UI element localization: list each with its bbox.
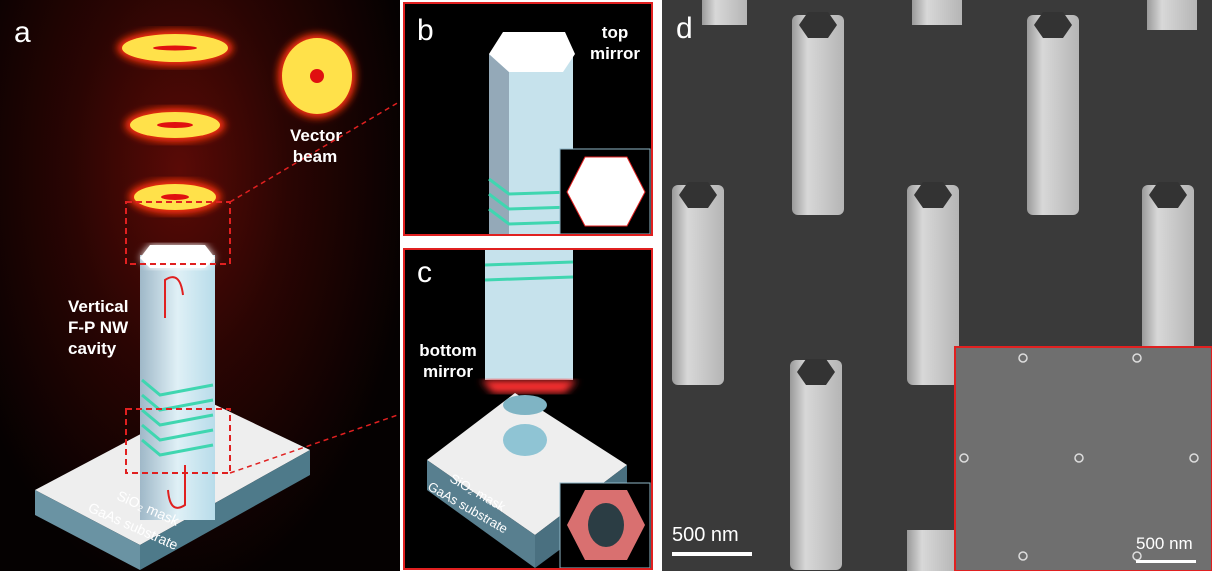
cavity-label-line: cavity	[68, 339, 117, 358]
beam-rings	[117, 30, 356, 214]
top-mirror-illustration	[488, 32, 651, 234]
top-mirror-label-line: mirror	[589, 44, 641, 63]
panel-b: b top mirror	[403, 2, 653, 236]
panel-d-sem-image: d 500 nm 500 nm	[662, 0, 1212, 571]
panel-label-d: d	[676, 12, 693, 45]
panel-a: a Vector beam Vertical F-P NW cavity SiO…	[0, 0, 400, 571]
cavity-label-line: Vertical	[68, 297, 129, 316]
bottom-mirror-label-line: mirror	[422, 362, 474, 381]
bottom-mirror-label: bottom mirror	[415, 340, 481, 382]
scale-bar-label: 500 nm	[672, 524, 739, 546]
bottom-mirror-label-line: bottom	[419, 341, 477, 360]
scale-bar	[672, 552, 752, 556]
inset-scale-bar-label: 500 nm	[1136, 534, 1193, 553]
cavity-label-line: F-P NW	[68, 318, 129, 337]
top-mirror-label-line: top	[601, 23, 629, 42]
panel-c: c bottom mirror SiO₂ mask GaAs substrate	[403, 248, 653, 570]
vector-beam-label: Vector beam	[290, 126, 342, 166]
schematic-illustration	[35, 30, 400, 570]
bottom-mirror-illustration	[427, 250, 651, 568]
panel-label-b: b	[417, 14, 434, 47]
top-mirror-label: top mirror	[589, 22, 641, 64]
cavity-label: Vertical F-P NW cavity	[68, 296, 129, 359]
panel-label-c: c	[417, 256, 432, 289]
sem-nanowire-array	[672, 0, 1197, 571]
panel-label-a: a	[14, 16, 31, 49]
inset-scale-bar	[1136, 560, 1196, 563]
sem-inset: 500 nm	[954, 346, 1212, 571]
